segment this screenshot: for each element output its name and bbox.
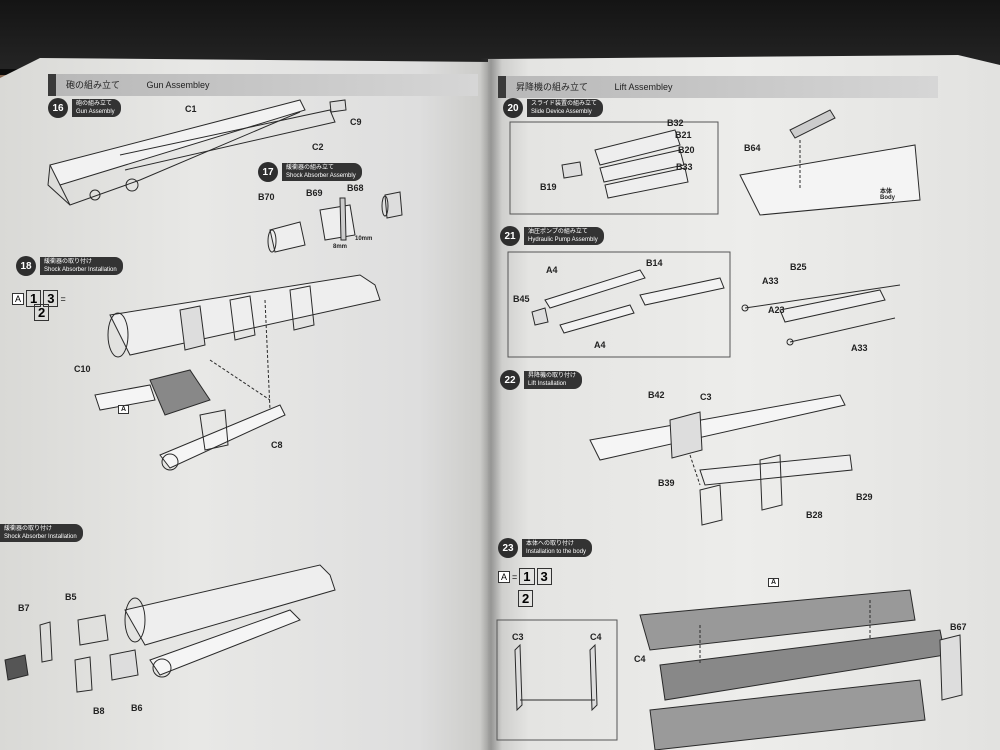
step-19-title: 緩衝器の取り付け Shock Absorber Installation xyxy=(0,524,83,542)
part-b7: B7 xyxy=(18,603,30,613)
step-18-en: Shock Absorber Installation xyxy=(44,267,117,273)
step-19-en: Shock Absorber Installation xyxy=(4,534,77,540)
step-17-jp: 緩衝器の組み立て xyxy=(286,165,335,171)
step-20-jp: スライド装置の組み立て xyxy=(531,101,598,107)
step-18-title: 18 緩衝器の取り付け Shock Absorber Installation xyxy=(16,256,123,276)
step-19-jp: 緩衝器の取り付け xyxy=(4,526,53,532)
step-16-jp: 砲の組み立て xyxy=(76,101,113,107)
ratio-n2: 2 xyxy=(34,304,50,321)
step-21-en: Hydraulic Pump Assembly xyxy=(528,237,598,243)
ratio-n1: 1 xyxy=(26,290,42,307)
body-jp: 本体 xyxy=(880,189,893,195)
part-a33-top: A33 xyxy=(762,276,779,286)
ratio-n3: 3 xyxy=(43,290,59,307)
r-ratio-a-box: A xyxy=(498,570,511,583)
step-23-title: 23 本体への取り付け Installation to the body xyxy=(498,538,593,558)
part-c10: C10 xyxy=(74,364,91,374)
step-21-number: 21 xyxy=(500,226,520,246)
part-b8: B8 xyxy=(93,706,105,716)
left-section-header: 砲の組み立て Gun Assembley xyxy=(48,74,478,96)
part-a33-bottom: A33 xyxy=(851,343,868,353)
part-b19: B19 xyxy=(540,182,557,192)
part-b67: B67 xyxy=(950,622,967,632)
ratio-eq: = xyxy=(60,293,66,304)
r-ratio-n1: 1 xyxy=(519,568,535,585)
part-a23: A23 xyxy=(768,305,785,315)
step-17-en: Shock Absorber Assembly xyxy=(286,173,356,179)
step-23-en: Installation to the body xyxy=(526,549,587,555)
step-20-number: 20 xyxy=(503,98,523,118)
part-b45: B45 xyxy=(513,294,530,304)
part-b21: B21 xyxy=(675,130,692,140)
left-ratio-legend: A 1 3 = xyxy=(12,290,66,307)
step-22-jp: 昇降機の取り付け xyxy=(528,373,577,379)
right-section-header: 昇降機の組み立て Lift Assembley xyxy=(498,76,938,98)
step-22-en: Lift Installation xyxy=(528,381,567,387)
marker-a-right: A xyxy=(768,578,780,587)
marker-a: A xyxy=(118,405,130,414)
left-ratio-legend-2: 2 xyxy=(34,304,50,321)
left-header-en: Gun Assembley xyxy=(146,80,210,90)
step-22-title: 22 昇降機の取り付け Lift Installation xyxy=(500,370,583,390)
r-ratio-n2: 2 xyxy=(518,590,534,607)
right-header-jp: 昇降機の組み立て xyxy=(516,82,589,92)
step-17-number: 17 xyxy=(258,162,278,182)
right-ratio-legend: A = 1 3 xyxy=(498,568,552,585)
part-a4-bottom: A4 xyxy=(594,340,606,350)
dim-10mm: 10mm xyxy=(355,236,373,242)
part-c4-section: C4 xyxy=(590,632,602,642)
right-ratio-legend-2: 2 xyxy=(518,590,534,607)
step-16-number: 16 xyxy=(48,98,68,118)
part-b70: B70 xyxy=(258,192,275,202)
part-b33: B33 xyxy=(676,162,693,172)
step-23-number: 23 xyxy=(498,538,518,558)
part-b68: B68 xyxy=(347,183,364,193)
part-b6: B6 xyxy=(131,703,143,713)
step-22-number: 22 xyxy=(500,370,520,390)
left-header-jp: 砲の組み立て xyxy=(66,80,121,90)
part-b28: B28 xyxy=(806,510,823,520)
step-20-en: Slide Device Assembly xyxy=(531,109,592,115)
step-23-jp: 本体への取り付け xyxy=(526,541,575,547)
step-18-number: 18 xyxy=(16,256,36,276)
step-16-title: 16 砲の組み立て Gun Assembly xyxy=(48,98,121,118)
dim-8mm: 8mm xyxy=(333,244,348,250)
r-ratio-n3: 3 xyxy=(536,568,552,585)
step-16-en: Gun Assembly xyxy=(76,109,115,115)
step-20-title: 20 スライド装置の組み立て Slide Device Assembly xyxy=(503,98,604,118)
part-c8: C8 xyxy=(271,440,283,450)
part-c3: C3 xyxy=(700,392,712,402)
step-21-title: 21 油圧ポンプの組み立て Hydraulic Pump Assembly xyxy=(500,226,604,246)
step-21-jp: 油圧ポンプの組み立て xyxy=(528,229,588,235)
step-17-title: 17 緩衝器の組み立て Shock Absorber Assembly xyxy=(258,162,362,182)
part-b25: B25 xyxy=(790,262,807,272)
part-a4-top: A4 xyxy=(546,265,558,275)
body-en: Body xyxy=(880,195,895,201)
part-c1: C1 xyxy=(185,104,197,114)
part-c4: C4 xyxy=(634,654,646,664)
part-b14: B14 xyxy=(646,258,663,268)
part-b42: B42 xyxy=(648,390,665,400)
part-b39: B39 xyxy=(658,478,675,488)
part-b20: B20 xyxy=(678,145,695,155)
part-b32: B32 xyxy=(667,118,684,128)
part-c9: C9 xyxy=(350,117,362,127)
book-spine xyxy=(480,58,502,750)
part-b29: B29 xyxy=(856,492,873,502)
right-header-en: Lift Assembley xyxy=(614,82,673,92)
step-18-jp: 緩衝器の取り付け xyxy=(44,259,93,265)
ratio-a-box: A xyxy=(12,292,25,305)
part-b5: B5 xyxy=(65,592,77,602)
part-b64: B64 xyxy=(744,143,761,153)
part-c3-section: C3 xyxy=(512,632,524,642)
part-c2: C2 xyxy=(312,142,324,152)
part-b69: B69 xyxy=(306,188,323,198)
